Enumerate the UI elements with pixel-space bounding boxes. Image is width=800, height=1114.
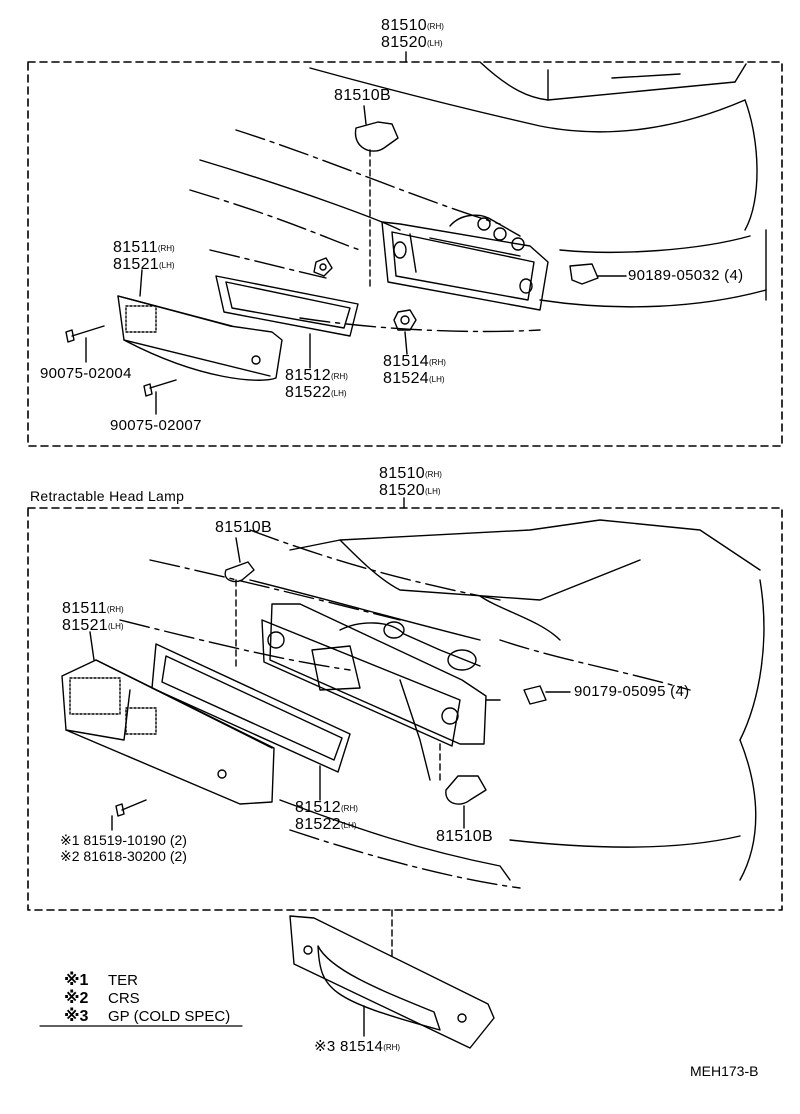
bottom-assembly-label-lh: 81520(LH) bbox=[379, 482, 441, 499]
top-nut-right bbox=[569, 263, 627, 285]
top-screw-a-label: 90075-02004 bbox=[40, 365, 132, 382]
top-bulb bbox=[354, 105, 399, 291]
bottom-gasket-label-rh: 81512(RH) bbox=[295, 799, 358, 816]
top-group-frame bbox=[27, 61, 783, 447]
top-marker-housing bbox=[381, 214, 549, 311]
top-lens bbox=[117, 269, 283, 381]
top-bulb-label: 81510B bbox=[334, 87, 391, 104]
bottom-nut bbox=[523, 685, 571, 705]
top-gasket-label-lh: 81522(LH) bbox=[285, 384, 347, 401]
bottom-screw-label-2: ※2 81618-30200 (2) bbox=[60, 848, 187, 864]
bottom-marker-housing bbox=[261, 603, 501, 747]
top-socket bbox=[393, 309, 417, 355]
top-screw-b bbox=[143, 379, 177, 415]
bottom-nut-label: 90179-05095 (4) bbox=[574, 683, 690, 700]
bottom-assembly-label-rh: 81510(RH) bbox=[379, 465, 442, 482]
bottom-car-body bbox=[119, 519, 765, 889]
bottom-screw-label-1: ※1 81519-10190 (2) bbox=[60, 832, 187, 848]
cold-spec-plate-label: ※3 81514(RH) bbox=[314, 1038, 401, 1055]
top-socket-label-rh: 81514(RH) bbox=[383, 353, 446, 370]
top-lens-label-rh: 81511(RH) bbox=[113, 239, 175, 256]
bottom-lens-label-rh: 81511(RH) bbox=[62, 600, 124, 617]
bottom-bulb-top bbox=[224, 537, 255, 667]
bottom-gasket-label-lh: 81522(LH) bbox=[295, 816, 357, 833]
top-screw-b-label: 90075-02007 bbox=[110, 417, 202, 434]
bottom-bulb-bottom bbox=[439, 743, 487, 829]
section-title: Retractable Head Lamp bbox=[30, 488, 185, 504]
top-screw-a bbox=[65, 325, 105, 363]
top-assembly-label-lh: 81520(LH) bbox=[381, 34, 443, 51]
bottom-lens bbox=[61, 631, 275, 805]
top-nut-label: 90189-05032 (4) bbox=[628, 267, 744, 284]
figure-reference: MEH173-B bbox=[690, 1063, 759, 1079]
bottom-bulb-bottom-label: 81510B bbox=[436, 828, 493, 845]
top-gasket bbox=[215, 275, 359, 369]
top-socket-label-lh: 81524(LH) bbox=[383, 370, 445, 387]
bottom-group-frame bbox=[27, 507, 783, 911]
cold-spec-plate bbox=[289, 909, 495, 1049]
bottom-bulb-top-label: 81510B bbox=[215, 519, 272, 536]
top-gasket-label-rh: 81512(RH) bbox=[285, 367, 348, 384]
top-car-body bbox=[189, 61, 767, 333]
bottom-lens-label-lh: 81521(LH) bbox=[62, 617, 124, 634]
top-lens-label-lh: 81521(LH) bbox=[113, 256, 175, 273]
bottom-gasket bbox=[151, 643, 351, 801]
bottom-screw bbox=[111, 799, 147, 831]
top-assembly-label-rh: 81510(RH) bbox=[381, 17, 444, 34]
top-nut-mid bbox=[313, 257, 333, 277]
